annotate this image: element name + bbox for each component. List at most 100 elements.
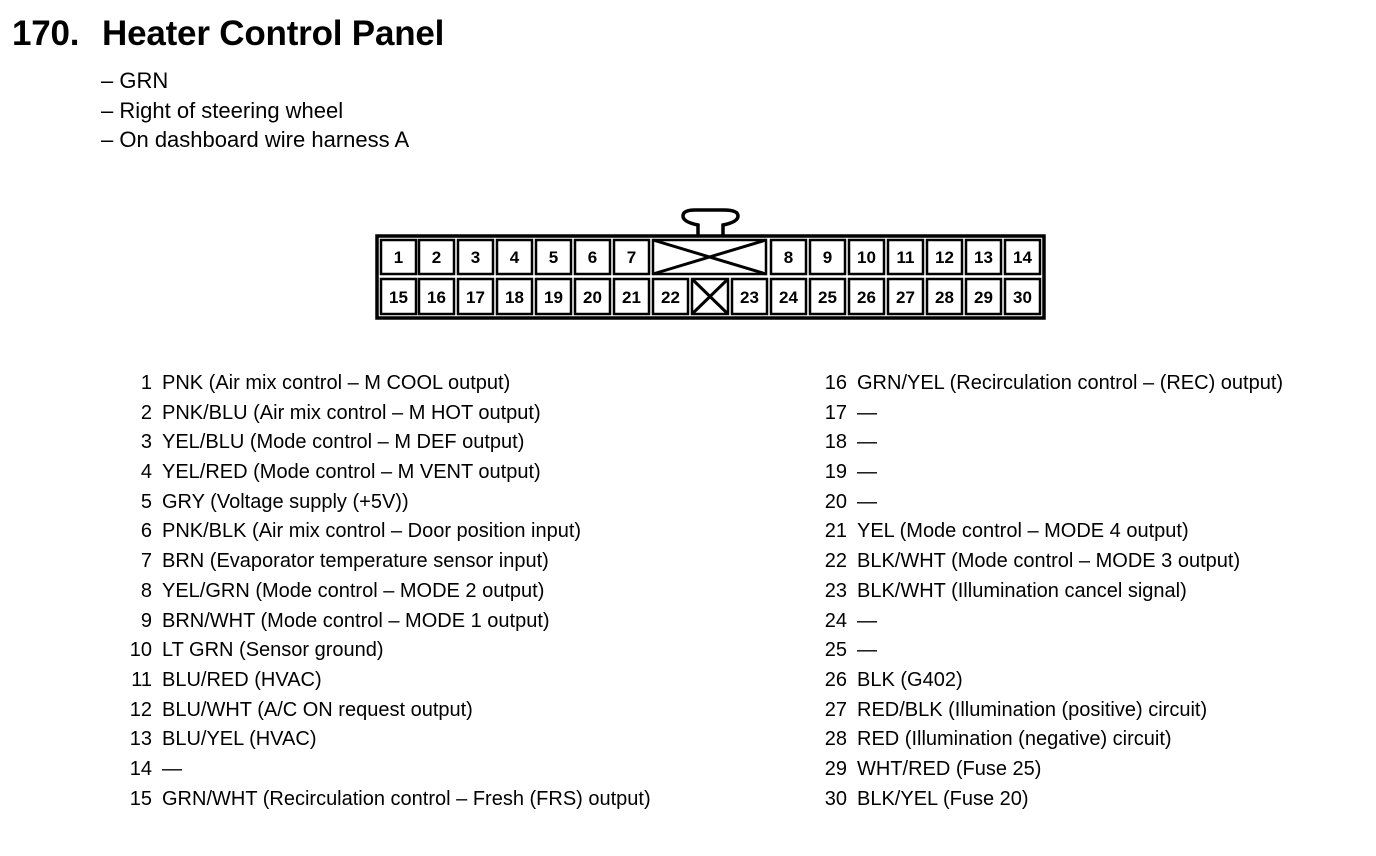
pin-description: GRY (Voltage supply (+5V))	[162, 490, 409, 513]
pin-cavity	[612, 277, 651, 316]
pin-number: 8	[784, 248, 793, 267]
pin-cavity	[379, 277, 418, 316]
pin-description: —	[857, 490, 877, 513]
pin-description: BLU/WHT (A/C ON request output)	[162, 698, 473, 721]
pin-number: 15	[129, 787, 152, 810]
pin-number: 13	[974, 248, 993, 267]
pin-number: 17	[824, 401, 847, 424]
pin-number: 13	[129, 728, 152, 751]
pin-description: —	[162, 757, 182, 780]
pin-cavity	[495, 238, 534, 276]
pin-cavity	[573, 238, 612, 276]
pin-cavity	[612, 238, 651, 276]
pin-number: 12	[129, 698, 152, 721]
pin-row: 18 —	[800, 428, 877, 458]
pin-description: PNK/BLU (Air mix control – M HOT output)	[162, 401, 541, 424]
pin-row: 20—	[800, 488, 877, 518]
pin-number: 24	[824, 609, 847, 632]
pin-description: RED (Illumination (negative) circuit)	[857, 728, 1172, 751]
pin-cavity	[1003, 238, 1042, 276]
pin-description: —	[857, 461, 877, 484]
pin-cavity	[1003, 277, 1042, 316]
pin-number: 1	[394, 248, 403, 267]
pin-number: 5	[140, 490, 152, 513]
pin-row: 8 YEL/GRN (Mode control – MODE 2 output)	[100, 577, 545, 607]
pin-description: WHT/RED (Fuse 25)	[857, 757, 1042, 780]
pin-row: 11 BLU/RED (HVAC)	[100, 666, 321, 696]
pin-row: 26 BLK (G402)	[800, 666, 963, 696]
pin-cavity	[886, 238, 925, 276]
pin-cavity	[651, 277, 690, 316]
pin-number: 16	[427, 288, 446, 307]
pin-number: 16	[824, 372, 847, 394]
pin-number: 17	[466, 288, 485, 307]
pin-number: 24	[779, 288, 798, 307]
pin-number: 9	[823, 248, 832, 267]
title-text: Heater Control Panel	[102, 14, 445, 53]
pin-row: 25—	[800, 636, 877, 666]
pin-number: 11	[131, 668, 152, 691]
pin-description: BLU/RED (HVAC)	[162, 668, 322, 691]
pin-description: BLK/WHT (Illumination cancel signal)	[857, 579, 1187, 602]
pin-number: 26	[824, 668, 847, 691]
pin-cavity	[808, 277, 847, 316]
pin-number: 3	[140, 431, 152, 454]
pin-number: 1	[140, 372, 152, 394]
pin-number: 22	[824, 550, 847, 573]
pin-description: BRN (Evaporator temperature sensor input…	[162, 550, 549, 573]
pin-number: 12	[935, 248, 954, 267]
pin-description: PNK/BLK (Air mix control – Door position…	[162, 520, 582, 543]
pin-cavity	[847, 238, 886, 276]
pin-cavity	[964, 277, 1003, 316]
pin-number: 9	[140, 609, 152, 632]
blocked-cavity-top	[651, 238, 768, 276]
pin-description: YEL/GRN (Mode control – MODE 2 output)	[162, 579, 545, 602]
pin-cavity	[534, 238, 573, 276]
pin-row: 1 PNK (Air mix control – M COOL output)	[100, 369, 510, 399]
note-location: Right of steering wheel	[101, 96, 409, 126]
pin-cavity	[495, 277, 534, 316]
pin-number: 18	[824, 431, 847, 454]
pin-cavity	[925, 277, 964, 316]
pin-description: —	[857, 431, 877, 454]
pin-cavity	[534, 277, 573, 316]
pin-description: RED/BLK (Illumination (positive) circuit…	[857, 698, 1208, 721]
pin-number: 10	[129, 639, 152, 662]
pin-cavity	[847, 277, 886, 316]
pin-description: BLK (G402)	[857, 668, 963, 691]
title-number: 170.	[12, 14, 80, 53]
pin-list-right: 16 GRN/YEL (Recirculation control – (REC)…	[800, 369, 1283, 815]
pin-description: GRN/YEL (Recirculation control – (REC) o…	[857, 372, 1284, 394]
pin-row: 19—	[800, 458, 877, 488]
pin-cavity	[417, 277, 456, 316]
pin-number: 23	[740, 288, 759, 307]
pin-number: 4	[140, 461, 152, 484]
pin-description: YEL/RED (Mode control – M VENT output)	[162, 461, 541, 484]
pin-number: 26	[857, 288, 876, 307]
note-color: GRN	[101, 66, 409, 96]
blocked-cross	[652, 238, 767, 276]
pin-number: 25	[824, 639, 847, 662]
pin-description: —	[857, 609, 877, 632]
pin-description: PNK (Air mix control – M COOL output)	[162, 372, 511, 394]
blocked-cross	[690, 277, 730, 316]
pin-number: 2	[432, 248, 441, 267]
connector-latch	[681, 208, 740, 236]
pin-number: 20	[583, 288, 602, 307]
pin-number: 29	[824, 757, 847, 780]
pin-number: 15	[389, 288, 408, 307]
pin-number: 27	[896, 288, 915, 307]
pin-cavity	[769, 238, 808, 276]
pin-number: 8	[140, 579, 152, 602]
pin-number: 7	[627, 248, 636, 267]
